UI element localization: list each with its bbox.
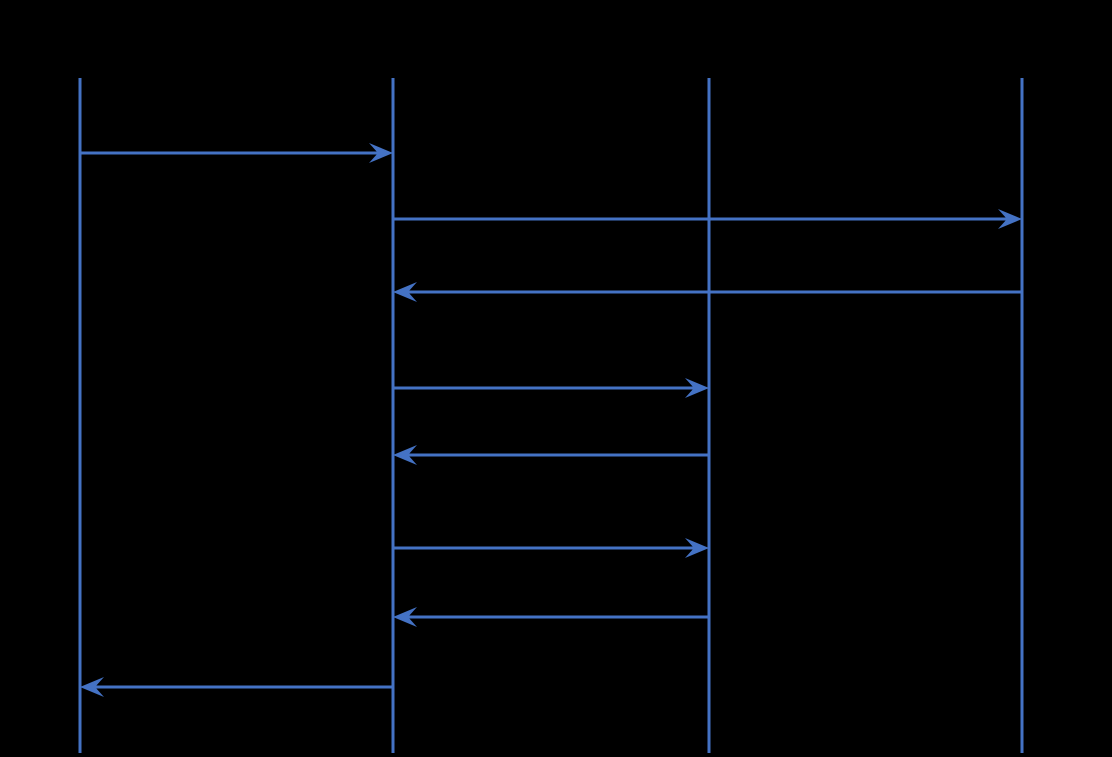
message-3-arrowhead-icon [393, 282, 417, 302]
message-7-arrowhead-icon [393, 607, 417, 627]
message-6-arrowhead-icon [685, 538, 709, 558]
message-1-arrowhead-icon [369, 143, 393, 163]
message-8-arrowhead-icon [80, 677, 104, 697]
message-4-arrowhead-icon [685, 378, 709, 398]
message-2-arrowhead-icon [998, 209, 1022, 229]
message-5-arrowhead-icon [393, 445, 417, 465]
